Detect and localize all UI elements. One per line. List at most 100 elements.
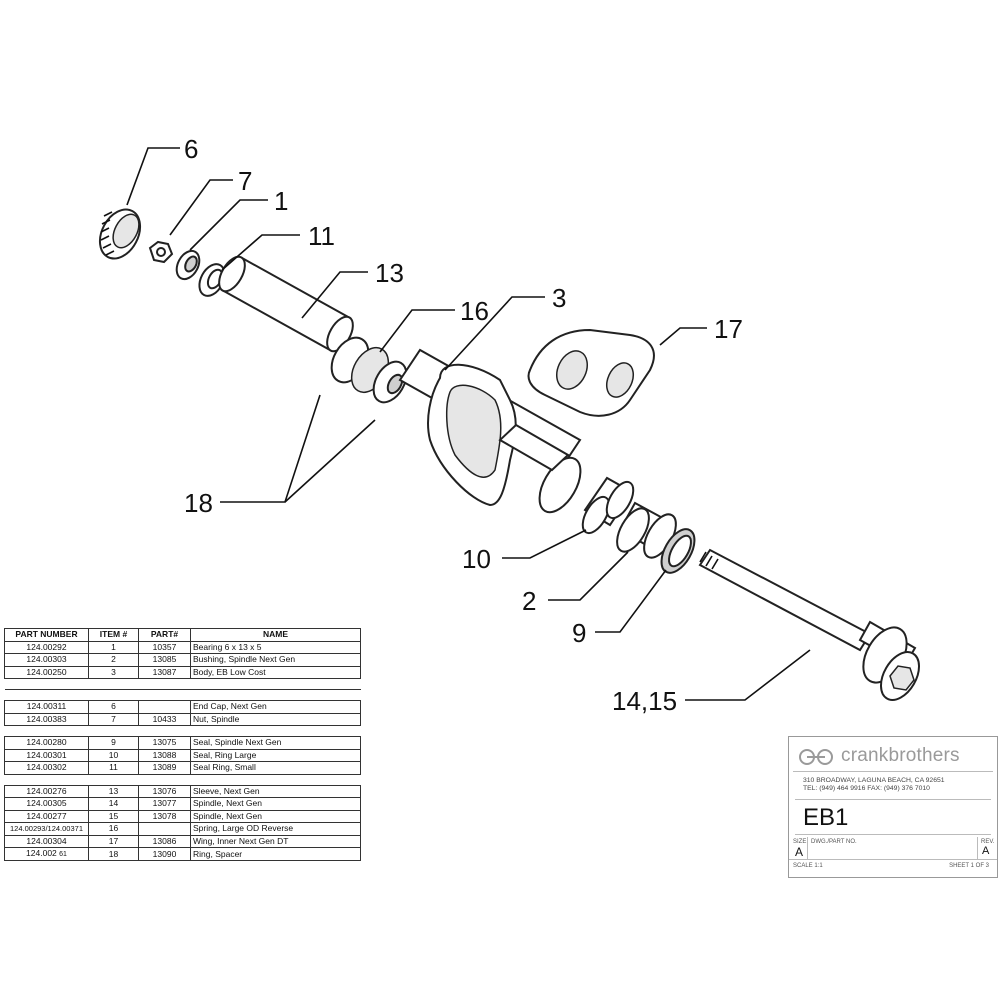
cell-item: 16: [88, 822, 139, 836]
part-13-sleeve: [218, 255, 354, 353]
cell-part: 13089: [138, 761, 191, 775]
cell-item: 13: [88, 784, 139, 798]
cell-part-number: 124.00305: [4, 797, 89, 811]
cell-name: Ring, Spacer: [190, 847, 361, 861]
cell-part: 13087: [138, 665, 191, 679]
header-part: PART#: [138, 628, 191, 642]
cell-part: 13075: [138, 736, 191, 750]
address-line-1: 310 BROADWAY, LAGUNA BEACH, CA 92651: [803, 777, 945, 784]
cell-item: 17: [88, 834, 139, 848]
callout-11: 11: [308, 221, 335, 251]
company-address: 310 BROADWAY, LAGUNA BEACH, CA 92651 TEL…: [803, 777, 945, 793]
callout-17: 17: [714, 314, 743, 344]
cell-name: Spindle, Next Gen: [190, 809, 361, 823]
cell-name: Seal, Spindle Next Gen: [190, 736, 361, 750]
header-item: ITEM #: [88, 628, 139, 642]
rev-value: A: [982, 845, 990, 857]
scale-text: SCALE 1:1: [793, 863, 823, 869]
cell-item: 3: [88, 665, 139, 679]
table-spacer: [4, 773, 361, 786]
part-9-spindle-seal: [660, 528, 696, 574]
cell-item: 2: [88, 653, 139, 667]
callout-13: 13: [375, 258, 404, 288]
table-spacer: [4, 678, 361, 690]
cell-part-number: 124.00293/124.00371: [4, 822, 89, 836]
cell-item: 14: [88, 797, 139, 811]
cell-part: 13076: [138, 784, 191, 798]
cell-part: 13090: [138, 847, 191, 861]
cell-part-number: 124.002 61: [4, 847, 89, 861]
cell-item: 10: [88, 748, 139, 762]
cell-part-number: 124.00276: [4, 784, 89, 798]
crankbrothers-logo-icon: [799, 749, 833, 765]
header-name: NAME: [190, 628, 361, 642]
leader-lines: [126, 147, 811, 701]
part-10-seal-ring-large: [581, 476, 635, 535]
cell-name: Body, EB Low Cost: [190, 665, 361, 679]
sheet-text: SHEET 1 OF 3: [949, 863, 989, 869]
drawing-info-row: SIZE A DWG./PART NO. REV. A: [789, 837, 997, 860]
rev-label: REV.: [981, 839, 995, 845]
cell-name: Spring, Large OD Reverse: [190, 822, 361, 836]
cell-part-number: 124.00250: [4, 665, 89, 679]
cell-part: 13086: [138, 834, 191, 848]
part-3-body: [398, 348, 582, 514]
callout-9: 9: [572, 618, 586, 648]
size-label: SIZE: [793, 839, 807, 845]
cell-part-number: 124.00304: [4, 834, 89, 848]
callout-16: 16: [460, 296, 489, 326]
drawing-title: EB1: [803, 804, 849, 831]
cell-item: 11: [88, 761, 139, 775]
cell-part: 10433: [138, 712, 191, 726]
cell-part: 13077: [138, 797, 191, 811]
brand-header: crankbrothers: [793, 741, 993, 772]
cell-part-number: 124.00301: [4, 748, 89, 762]
callout-14-15: 14,15: [612, 686, 677, 716]
cell-name: End Cap, Next Gen: [190, 700, 361, 714]
cell-part-number: 124.00292: [4, 640, 89, 654]
address-line-2: TEL: (949) 464 9916 FAX: (949) 376 7010: [803, 785, 930, 792]
cell-name: Spindle, Next Gen: [190, 797, 361, 811]
divider: [977, 837, 978, 859]
cell-name: Bearing 6 x 13 x 5: [190, 640, 361, 654]
cell-part-number: 124.00280: [4, 736, 89, 750]
part-6-end-cap: [98, 208, 142, 260]
cell-item: 18: [88, 847, 139, 861]
cell-part: [138, 700, 191, 714]
cell-item: 7: [88, 712, 139, 726]
cell-part-number: 124.00311: [4, 700, 89, 714]
callout-6: 6: [184, 134, 198, 164]
cell-name: Seal Ring, Small: [190, 761, 361, 775]
title-block: crankbrothers 310 BROADWAY, LAGUNA BEACH…: [788, 736, 998, 878]
cell-name: Bushing, Spindle Next Gen: [190, 653, 361, 667]
stray-mark: 61: [59, 851, 67, 858]
cell-item: 6: [88, 700, 139, 714]
table-header-row: PART NUMBER ITEM # PART# NAME: [4, 628, 361, 642]
table-spacer: [4, 689, 361, 701]
cell-item: 9: [88, 736, 139, 750]
header-part-number: PART NUMBER: [4, 628, 89, 642]
drawing-title-box: EB1: [795, 799, 991, 835]
callout-18: 18: [184, 488, 213, 518]
callout-3: 3: [552, 283, 566, 313]
cell-part-number: 124.00383: [4, 712, 89, 726]
cell-part: [138, 822, 191, 836]
dwg-part-no-label: DWG./PART NO.: [811, 839, 857, 845]
part-2-bushing: [616, 501, 677, 559]
brand-name: crankbrothers: [841, 745, 960, 766]
callout-7: 7: [238, 166, 252, 196]
part-14-15-spindle: [698, 548, 920, 701]
cell-name: Nut, Spindle: [190, 712, 361, 726]
cell-item: 15: [88, 809, 139, 823]
